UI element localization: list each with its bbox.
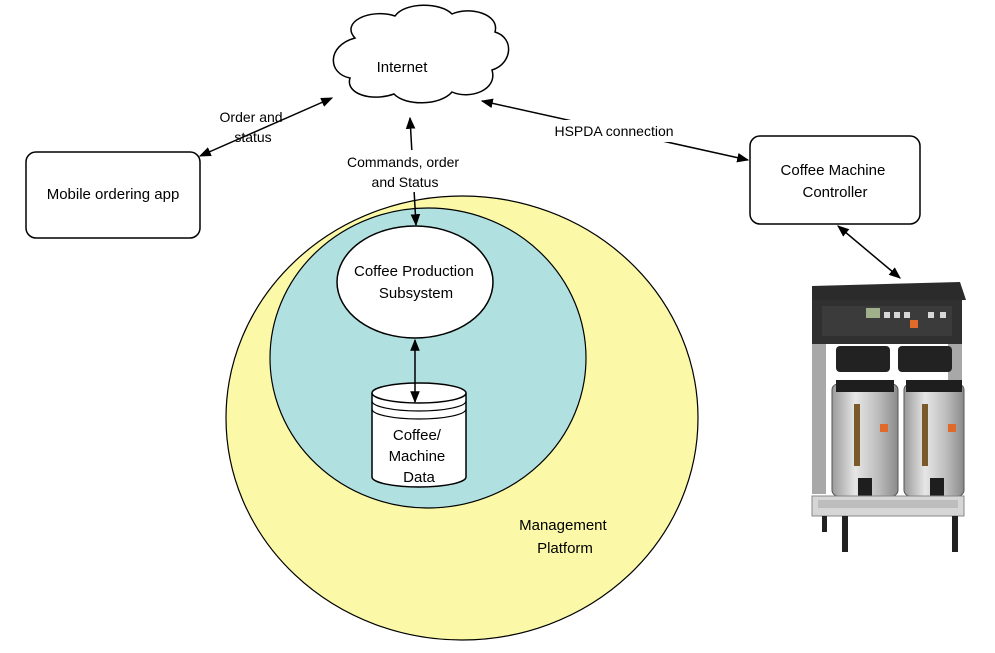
arrow-controller-machine (837, 225, 901, 279)
commands-label-backdrop (346, 150, 464, 192)
management-platform-label: Management Platform (519, 517, 611, 557)
internet-label: Internet (377, 59, 429, 76)
internet-cloud (332, 4, 510, 104)
coffee-production-subsystem (336, 225, 494, 339)
coffee-machine-icon (811, 282, 966, 552)
coffee-machine-controller-box (749, 135, 921, 225)
data-store-label: Coffee/ Machine Data (389, 427, 450, 486)
edge-label-hspda: HSPDA connection (554, 123, 673, 139)
coffee-machine-controller-label: Coffee Machine Controller (781, 162, 890, 201)
edge-label-commands: Commands, order and Status (347, 154, 463, 190)
mobile-ordering-app-box (25, 151, 201, 239)
mobile-ordering-app-label: Mobile ordering app (47, 186, 180, 203)
edge-label-order-status: Order and status (220, 109, 287, 145)
hspda-label-backdrop (542, 120, 687, 142)
arrow-app-internet (198, 97, 334, 157)
coffee-production-subsystem-label: Coffee Production Subsystem (354, 263, 478, 302)
